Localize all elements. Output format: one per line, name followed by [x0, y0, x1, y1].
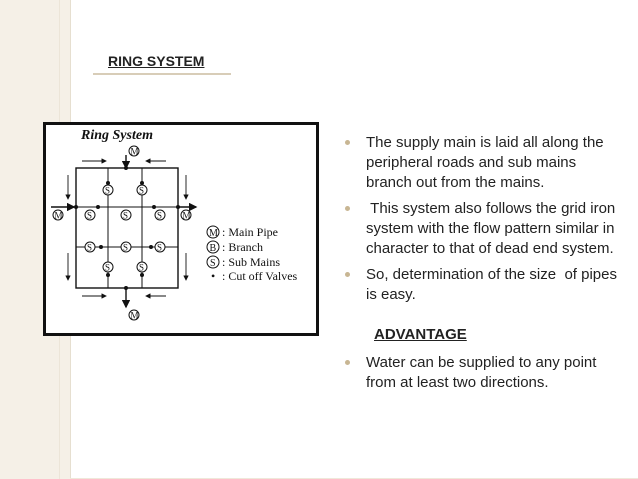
- svg-text:M: M: [131, 311, 139, 321]
- svg-text:S: S: [105, 263, 110, 273]
- svg-text:S: S: [105, 186, 110, 196]
- svg-text:•: •: [211, 269, 215, 283]
- cut-off-valves: [74, 166, 180, 290]
- bullet-text: This system also follows the grid iron s…: [366, 200, 620, 257]
- main-pipe-node-right: M: [180, 209, 192, 221]
- svg-text:: Cut off Valves: : Cut off Valves: [222, 269, 298, 283]
- svg-text:S: S: [87, 243, 92, 253]
- sub-main-node: S: [102, 261, 114, 273]
- sub-main-node: S: [120, 209, 132, 221]
- main-pipe-node-bottom: M: [128, 309, 140, 321]
- svg-text:S: S: [87, 211, 92, 221]
- svg-text:S: S: [123, 211, 128, 221]
- ring-system-diagram: Ring System M M M M S S S S S S S: [43, 122, 319, 336]
- main-pipe-node-left: M: [52, 209, 64, 221]
- svg-text:S: S: [123, 243, 128, 253]
- sub-main-node: S: [120, 241, 132, 253]
- svg-text:S: S: [157, 243, 162, 253]
- svg-text:: Main Pipe: : Main Pipe: [222, 225, 278, 239]
- bullet-item: This system also follows the grid iron s…: [342, 199, 622, 259]
- bullet-text: So, determination of the size of pipes i…: [366, 266, 622, 303]
- svg-text:B: B: [210, 243, 217, 254]
- svg-text:S: S: [139, 186, 144, 196]
- advantage-bullet-item: Water can be supplied to any point from …: [342, 353, 622, 393]
- svg-text:S: S: [210, 258, 216, 269]
- bullet-dot: [345, 206, 350, 211]
- svg-text:: Sub Mains: : Sub Mains: [222, 255, 280, 269]
- svg-text:: Branch: : Branch: [222, 240, 263, 254]
- sub-main-node: S: [84, 209, 96, 221]
- sub-main-node: S: [136, 261, 148, 273]
- svg-text:S: S: [139, 263, 144, 273]
- main-pipe-node-top: M: [128, 145, 140, 157]
- svg-text:M: M: [209, 228, 218, 239]
- bullet-text: The supply main is laid all along the pe…: [366, 134, 604, 191]
- bullet-dot: [345, 360, 350, 365]
- advantage-heading: ADVANTAGE: [374, 326, 467, 343]
- bullet-item: The supply main is laid all along the pe…: [342, 133, 622, 193]
- ring-system-svg: Ring System M M M M S S S S S S S: [51, 128, 298, 321]
- svg-text:M: M: [55, 211, 63, 221]
- svg-text:S: S: [157, 211, 162, 221]
- sub-main-node: S: [136, 184, 148, 196]
- title-underline-rule: [93, 73, 231, 75]
- svg-text:M: M: [131, 147, 139, 157]
- sub-main-node: S: [84, 241, 96, 253]
- diagram-legend: M : Main Pipe B : Branch S : Sub Mains •…: [206, 225, 298, 283]
- diagram-title: Ring System: [80, 128, 153, 143]
- bullet-item: So, determination of the size of pipes i…: [342, 265, 622, 305]
- bullet-dot: [345, 272, 350, 277]
- ring-main-outline: [75, 167, 179, 289]
- advantage-bullet-text: Water can be supplied to any point from …: [366, 354, 597, 391]
- sub-main-node: S: [102, 184, 114, 196]
- bullet-dot: [345, 140, 350, 145]
- sub-main-node: S: [154, 209, 166, 221]
- bullet-list: The supply main is laid all along the pe…: [342, 133, 622, 399]
- slide-title: RING SYSTEM: [108, 53, 205, 69]
- sub-main-node: S: [154, 241, 166, 253]
- svg-text:M: M: [183, 211, 191, 221]
